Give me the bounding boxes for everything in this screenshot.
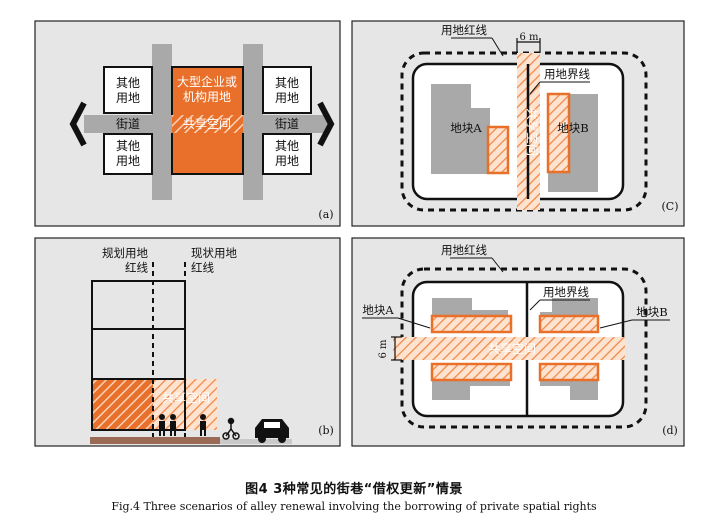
leader-line [397,317,431,329]
other-land-label: 其他用地 [275,76,299,105]
enterprise-land-label: 大型企业或机构用地 [177,74,237,104]
street-label: 街道 [116,117,140,131]
plot-b-label: 地块B [557,121,588,135]
leader-line [491,37,504,57]
shared-space-label: 共享空间 [488,341,536,356]
figure-caption-en: Fig.4 Three scenarios of alley renewal i… [111,500,597,513]
redline-label: 用地红线 [441,23,487,37]
shared-space-label: 共享空间 [162,390,210,405]
car-icon [255,419,289,443]
panel-label: (b) [318,424,334,437]
plot-b-label: 地块B [636,305,667,319]
frontage-shared-edge [538,362,600,382]
panel-label: (a) [318,208,333,221]
street-label: 街道 [275,117,299,131]
arrow-left-icon [69,101,87,147]
leader-line [529,81,541,95]
boundary-label: 用地界线 [544,67,590,81]
plot-a-label: 地块A [450,121,482,135]
other-land-block [262,133,312,175]
leader-line [491,257,504,273]
plot-b-shared-edge [546,92,571,174]
width-label: 6 m [519,32,539,43]
frontage-shared-edge [430,314,513,334]
leader-line [599,319,633,329]
width-label: 6 m [378,339,389,359]
shared-space-label: 共享空间 [183,116,231,131]
other-land-label: 其他用地 [275,139,299,168]
frontage-shared-edge [538,314,600,334]
current-redline-label: 现状用地红线 [191,246,237,274]
panel-label: (d) [662,424,678,437]
other-land-label: 其他用地 [116,139,140,168]
leader-line [529,299,541,311]
other-land-label: 其他用地 [116,76,140,105]
panel-a: 其他用地 其他用地 其他用地 其他用地 大型企业或机构用地 街道 街道 共享空间… [34,20,341,227]
panel-b: 规划用地红线 现状用地红线 共享空间 (b) [34,237,341,447]
plot-a-label: 地块A [362,303,394,317]
ground-strip [90,437,220,444]
redline-label: 用地红线 [441,243,487,257]
other-land-block [103,66,153,114]
shared-space-strip [172,115,243,133]
panel-c: 6 m 用地红线 用地界线 地块A 地块B 共享空间 (C) [351,20,685,227]
panel-d: 6 m 用地红线 用地界线 地块A 地块B 共享空间 (d) [351,237,685,447]
shared-space-label: 共享空间 [525,108,540,156]
plot-a-building [431,84,490,174]
planned-redline-label: 规划用地红线 [102,246,148,274]
panel-label: (C) [662,200,679,213]
pedestrian-icon [200,414,206,436]
figure-caption-cn: 图4 3种常见的街巷“借权更新”情景 [245,482,463,497]
frontage-shared-edge [430,362,513,382]
plot-a-shared-edge [486,125,510,175]
pedestrian-icon [170,414,176,436]
building-ground-outline [91,378,186,431]
shared-space-strip [393,337,625,360]
arrow-right-icon [317,101,335,147]
road-strip [220,439,292,444]
other-land-block [103,133,153,175]
pedestrian-icon [159,414,165,436]
cyclist-icon [222,417,240,440]
other-land-block [262,66,312,114]
boundary-label: 用地界线 [543,285,589,299]
